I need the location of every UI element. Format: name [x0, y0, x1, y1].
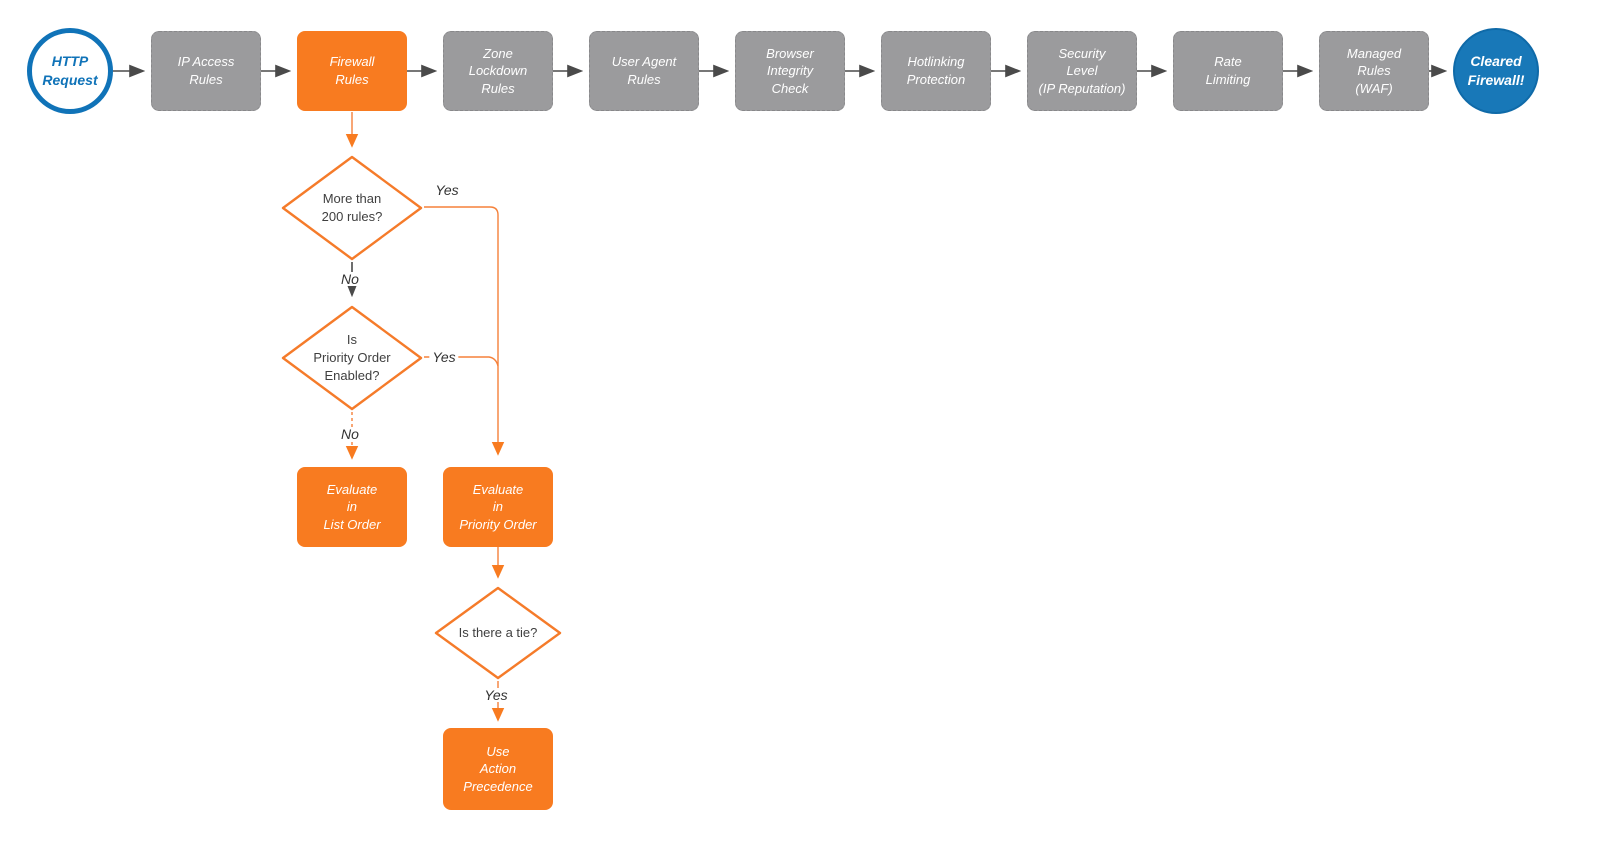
node-zone-lockdown-rules-label: Zone Lockdown Rules — [468, 45, 528, 96]
decision-priority-order-enabled: Is Priority Order Enabled? — [280, 304, 424, 412]
node-firewall-rules-label: Firewall Rules — [329, 54, 375, 87]
diamond-shape — [281, 155, 423, 261]
node-http-request: HTTP Request — [27, 28, 113, 114]
node-rate-limiting-label: Rate Limiting — [1205, 54, 1251, 87]
node-managed-rules-waf: Managed Rules (WAF) — [1319, 31, 1429, 111]
decision-priority-order-enabled-label: Is Priority Order Enabled? — [313, 331, 391, 384]
node-evaluate-in-priority-order-label: Evaluate in Priority Order — [459, 481, 537, 532]
node-rate-limiting: Rate Limiting — [1173, 31, 1283, 111]
edge-label-no-priority-enabled: No — [338, 427, 362, 441]
decision-is-there-a-tie: Is there a tie? — [433, 585, 563, 681]
diamond-shape — [434, 586, 562, 680]
node-user-agent-rules: User Agent Rules — [589, 31, 699, 111]
node-ip-access-rules: IP Access Rules — [151, 31, 261, 111]
node-security-level-label: Security Level (IP Reputation) — [1038, 45, 1126, 96]
node-managed-rules-waf-label: Managed Rules (WAF) — [1346, 45, 1402, 96]
node-evaluate-in-list-order-label: Evaluate in List Order — [323, 481, 381, 532]
node-browser-integrity-check: Browser Integrity Check — [735, 31, 845, 111]
node-browser-integrity-check-label: Browser Integrity Check — [766, 45, 814, 96]
node-ip-access-rules-label: IP Access Rules — [177, 54, 235, 87]
diamond-shape — [281, 305, 423, 411]
edge-label-yes-tie: Yes — [481, 688, 511, 702]
node-hotlinking-protection: Hotlinking Protection — [881, 31, 991, 111]
decision-is-there-a-tie-label: Is there a tie? — [458, 624, 538, 640]
edge-label-yes-more-than-200: Yes — [432, 183, 462, 197]
node-use-action-precedence-label: Use Action Precedence — [463, 743, 533, 794]
node-evaluate-in-priority-order: Evaluate in Priority Order — [443, 467, 553, 547]
edge-label-yes-priority-enabled: Yes — [429, 350, 459, 364]
decision-more-than-200-rules-label: More than 200 rules? — [321, 190, 383, 224]
node-hotlinking-protection-label: Hotlinking Protection — [906, 54, 966, 87]
node-zone-lockdown-rules: Zone Lockdown Rules — [443, 31, 553, 111]
node-http-request-label: HTTP Request — [42, 53, 98, 88]
node-evaluate-in-list-order: Evaluate in List Order — [297, 467, 407, 547]
node-cleared-firewall: Cleared Firewall! — [1453, 28, 1539, 114]
node-cleared-firewall-label: Cleared Firewall! — [1467, 53, 1525, 88]
decision-more-than-200-rules: More than 200 rules? — [280, 154, 424, 262]
node-use-action-precedence: Use Action Precedence — [443, 728, 553, 810]
node-firewall-rules: Firewall Rules — [297, 31, 407, 111]
node-security-level: Security Level (IP Reputation) — [1027, 31, 1137, 111]
node-user-agent-rules-label: User Agent Rules — [611, 54, 677, 87]
edge-label-no-more-than-200: No — [338, 272, 362, 286]
